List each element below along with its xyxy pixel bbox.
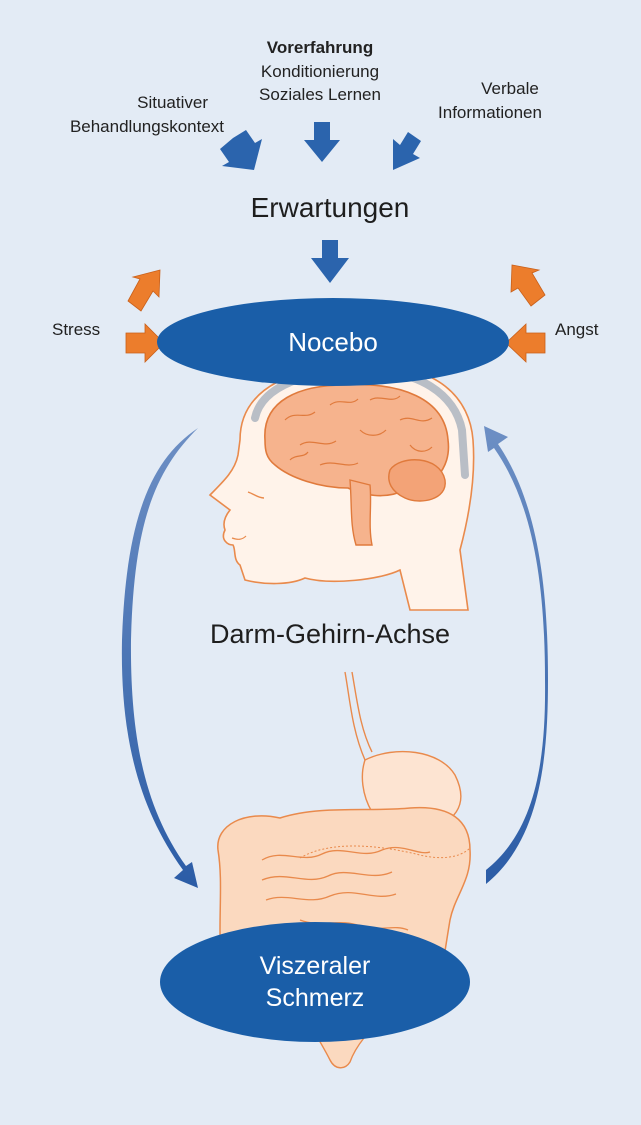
- experience-title: Vorerfahrung: [220, 37, 420, 58]
- visceral-label-line2: Schmerz: [215, 983, 415, 1014]
- treatment-context-label: Behandlungskontext: [20, 116, 224, 137]
- stress-label: Stress: [52, 319, 100, 340]
- stress-arrow-outward: [128, 270, 160, 311]
- expectations-label: Erwartungen: [180, 191, 480, 225]
- arrow-expectations-to-nocebo: [311, 240, 349, 283]
- visceral-label-line1: Viszeraler: [215, 951, 415, 982]
- angst-label: Angst: [555, 319, 598, 340]
- right-ascending-cycle-arrow: [484, 426, 548, 884]
- nocebo-label: Nocebo: [233, 326, 433, 358]
- visceral-pain-ellipse: [160, 922, 470, 1042]
- social-learning-label: Soziales Lernen: [220, 84, 420, 105]
- information-label: Informationen: [420, 102, 560, 123]
- verbal-label: Verbale: [440, 78, 580, 99]
- arrow-from-center-experience: [304, 122, 340, 162]
- conditioning-label: Konditionierung: [220, 61, 420, 82]
- head-brain-illustration: [210, 365, 474, 610]
- arrow-from-right-information: [393, 132, 421, 170]
- situational-label: Situativer: [50, 92, 208, 113]
- left-descending-cycle-arrow: [122, 428, 198, 888]
- angst-arrow-inward: [506, 324, 545, 362]
- angst-arrow-outward: [511, 265, 545, 306]
- arrow-from-left-context: [220, 130, 262, 170]
- gut-brain-axis-label: Darm-Gehirn-Achse: [160, 617, 500, 651]
